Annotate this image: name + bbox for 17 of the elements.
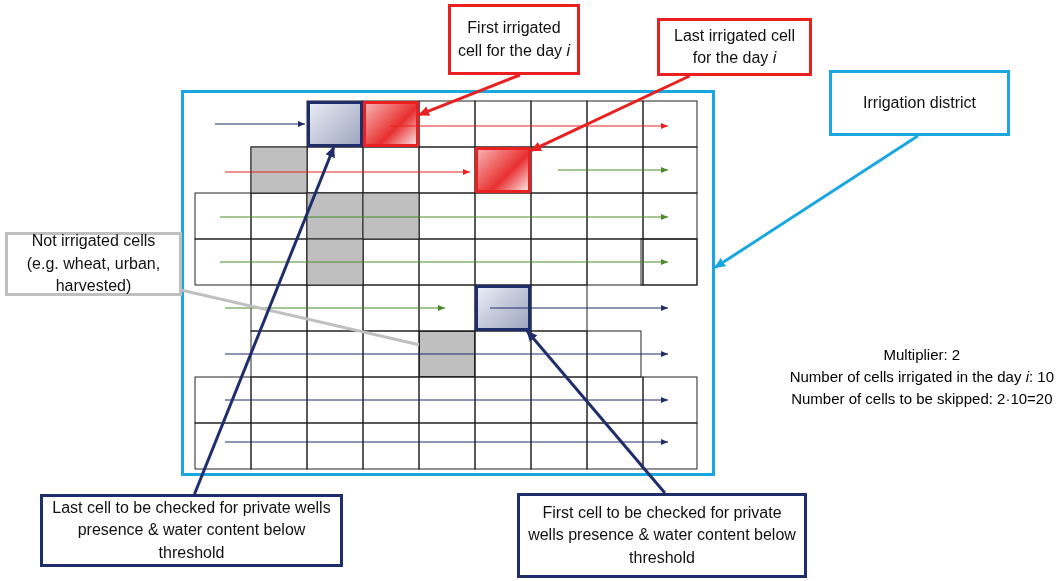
callout-box: Not irrigated cells (e.g. wheat, urban, harvested) — [5, 232, 182, 296]
not-irrigated-cell — [419, 331, 475, 377]
note-text: Multiplier: 2 — [882, 345, 962, 365]
note-text: Number of cells irrigated in the day i: 10 — [789, 366, 1054, 387]
callout-box: Irrigation district — [829, 70, 1010, 136]
callout-box: First cell to be checked for private wells presence & water content below threshold — [517, 493, 807, 578]
callout-box: Last irrigated cell for the day i — [657, 18, 812, 76]
checked-cell — [475, 285, 531, 331]
irrigated-cell — [475, 147, 531, 193]
note-text: Number of cells to be skipped: 2·10=20 — [790, 388, 1054, 409]
irrigated-cell — [363, 101, 419, 147]
arrow — [714, 134, 919, 269]
leader-line — [181, 288, 420, 347]
callout-box: Last cell to be checked for private wells presence & water content below threshold — [40, 494, 343, 567]
callout-box: First irrigated cell for the day i — [448, 4, 580, 75]
arrow — [525, 330, 667, 494]
checked-cell — [307, 101, 363, 147]
